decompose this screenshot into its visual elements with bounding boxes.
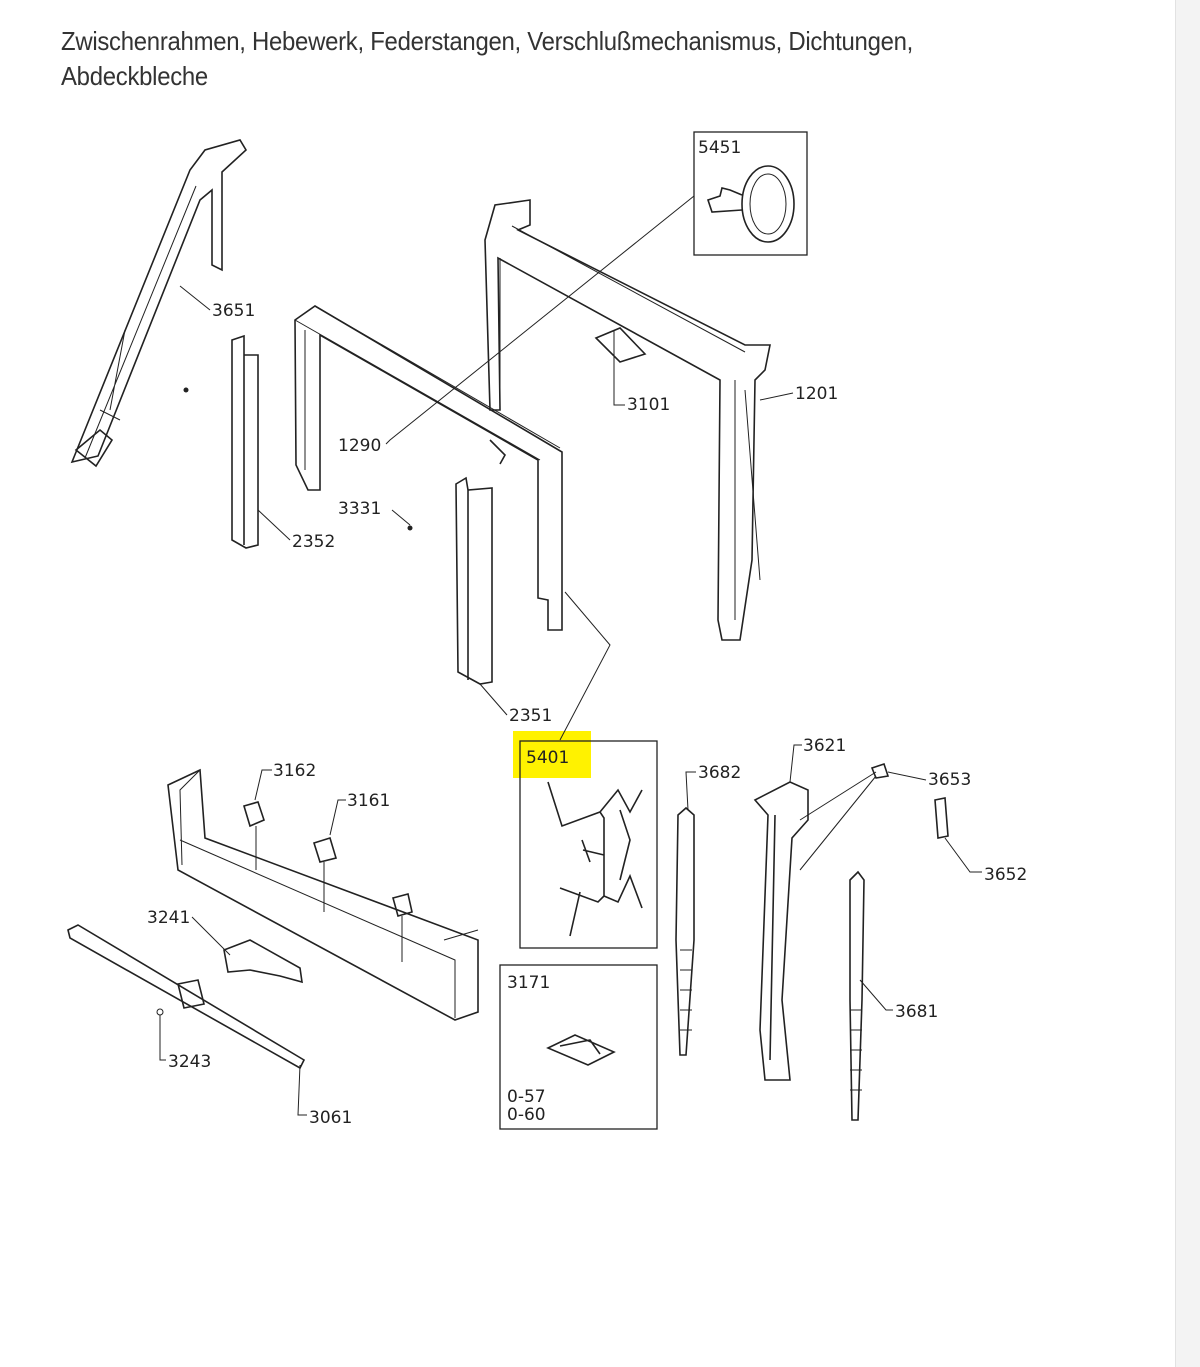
label-5451: 5451 [698,138,741,158]
intermediate-frame-1290 [294,305,563,631]
label-3682: 3682 [698,763,741,783]
label-3061: 3061 [309,1108,352,1128]
screw-dot [183,387,189,393]
leader-lines [159,195,982,1116]
label-3241: 3241 [147,908,190,928]
cover-profile-2351 [455,476,493,685]
label-5401: 5401 [526,748,569,768]
screw-dot-3331 [407,525,413,531]
label-3651: 3651 [212,301,255,321]
seal-profile-5401 [547,781,643,937]
detail-box-3171 [499,964,658,1130]
spring-rod-3681 [849,870,865,1121]
main-frame-1201 [484,199,771,641]
detail-box-5401 [519,740,658,949]
label-2351: 2351 [509,706,552,726]
label-1201: 1201 [795,384,838,404]
label-3653: 3653 [928,770,971,790]
clip-3171 [546,1034,616,1066]
label-1290: 1290 [338,436,381,456]
seal-profile-5451 [706,165,795,243]
scrollbar[interactable] [1175,0,1200,1367]
spring-rod-3682 [675,806,695,1056]
label-2352: 2352 [292,532,335,552]
label-3162: 3162 [273,761,316,781]
label-3161: 3161 [347,791,390,811]
detail-box-5451 [693,131,808,256]
label-3243: 3243 [168,1052,211,1072]
plate-3652 [934,797,949,839]
exploded-parts-diagram: 5451 3651 3101 1201 1290 3331 2352 2351 … [67,131,1027,1130]
label-3652: 3652 [984,865,1027,885]
label-3331: 3331 [338,499,381,519]
cover-plate-bottom [167,768,479,1021]
part-3653 [870,762,890,779]
lifting-arm-3651 [70,139,248,468]
highlight-5401 [513,731,591,778]
label-3681: 3681 [895,1002,938,1022]
note-0-57: 0-57 [507,1087,546,1107]
side-lever-3621 [753,781,809,1081]
note-0-60: 0-60 [507,1105,546,1125]
label-3171: 3171 [507,973,550,993]
label-3101: 3101 [627,395,670,415]
lock-bar-3061 [67,924,306,1070]
label-3621: 3621 [803,736,846,756]
page-title: Zwischenrahmen, Hebewerk, Federstangen, … [61,26,914,91]
cover-profile-2352 [231,334,259,549]
